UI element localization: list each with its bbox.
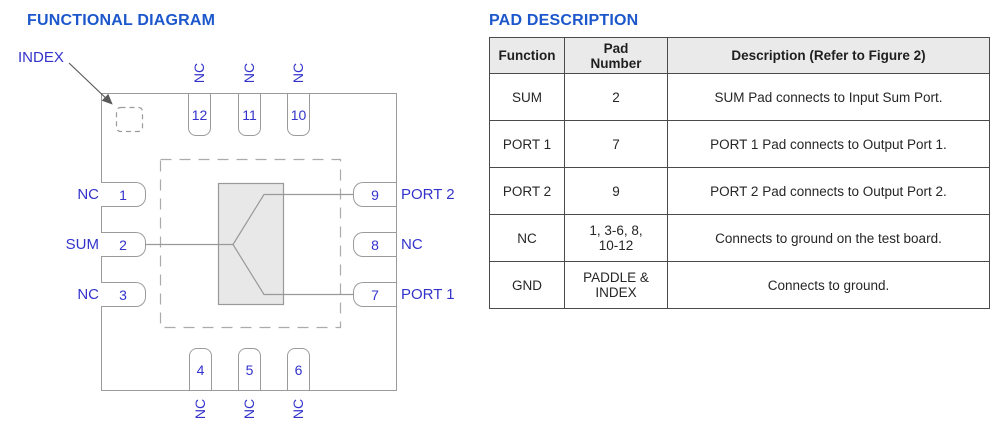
pin-9: 9 <box>353 182 396 207</box>
table-row: GND PADDLE & INDEX Connects to ground. <box>489 261 990 309</box>
pin-7: 7 <box>353 282 396 307</box>
pin-3-number: 3 <box>119 286 127 303</box>
pin-8-number: 8 <box>371 236 379 253</box>
table-row: SUM 2 SUM Pad connects to Input Sum Port… <box>489 73 990 121</box>
pin-12: 12 <box>188 94 211 136</box>
pin-4: 4 <box>189 348 212 390</box>
pin-9-number: 9 <box>371 186 379 203</box>
index-label: INDEX <box>18 49 64 66</box>
cell-function: NC <box>489 214 565 262</box>
pin-7-label: PORT 1 <box>401 286 455 303</box>
cell-description: PORT 2 Pad connects to Output Port 2. <box>667 167 990 215</box>
pin-7-number: 7 <box>371 286 379 303</box>
pin-5: 5 <box>238 348 261 390</box>
cell-description: Connects to ground on the test board. <box>667 214 990 262</box>
cell-function: GND <box>489 261 565 309</box>
pin-6-label: NC <box>290 398 307 420</box>
pad-description-title: PAD DESCRIPTION <box>489 12 639 29</box>
pin-8: 8 <box>353 232 396 257</box>
die-boundary <box>159 158 342 329</box>
table-header-row: Function Pad Number Description (Refer t… <box>489 37 990 74</box>
pin-11: 11 <box>238 94 261 136</box>
pin-5-label: NC <box>241 398 258 420</box>
pin-8-label: NC <box>401 236 423 253</box>
index-pad <box>115 106 144 133</box>
table-row: NC 1, 3-6, 8, 10-12 Connects to ground o… <box>489 214 990 262</box>
pin-1: 1 <box>101 182 146 207</box>
port1-trace <box>232 244 353 296</box>
cell-description: SUM Pad connects to Input Sum Port. <box>667 73 990 121</box>
table-row: PORT 1 7 PORT 1 Pad connects to Output P… <box>489 120 990 168</box>
pin-5-number: 5 <box>245 361 254 378</box>
pin-3: 3 <box>101 282 146 307</box>
header-function: Function <box>489 37 565 74</box>
cell-function: PORT 2 <box>489 167 565 215</box>
pin-9-label: PORT 2 <box>401 186 455 203</box>
cell-pad: PADDLE & INDEX <box>564 261 668 309</box>
pin-10: 10 <box>287 94 310 136</box>
pin-1-label: NC <box>77 186 99 203</box>
pin-10-number: 10 <box>290 106 307 123</box>
pad-description-table: Function Pad Number Description (Refer t… <box>489 37 990 309</box>
table-row: PORT 2 9 PORT 2 Pad connects to Output P… <box>489 167 990 215</box>
pin-4-number: 4 <box>196 361 205 378</box>
pin-2-number: 2 <box>119 236 127 253</box>
functional-diagram-graphics <box>68 62 397 391</box>
pin-4-label: NC <box>192 398 209 420</box>
cell-pad: 9 <box>564 167 668 215</box>
pin-12-label: NC <box>191 62 208 84</box>
cell-pad: 2 <box>564 73 668 121</box>
pin-12-number: 12 <box>191 106 208 123</box>
port2-trace <box>232 193 353 245</box>
pin-3-label: NC <box>77 286 99 303</box>
cell-function: SUM <box>489 73 565 121</box>
pin-10-label: NC <box>290 62 307 84</box>
cell-pad: 7 <box>564 120 668 168</box>
pin-2-label: SUM <box>65 236 99 253</box>
cell-description: Connects to ground. <box>667 261 990 309</box>
cell-function: PORT 1 <box>489 120 565 168</box>
pin-1-number: 1 <box>119 186 127 203</box>
header-description: Description (Refer to Figure 2) <box>667 37 990 74</box>
pin-2: 2 <box>101 232 146 257</box>
cell-description: PORT 1 Pad connects to Output Port 1. <box>667 120 990 168</box>
header-pad-number: Pad Number <box>564 37 668 74</box>
functional-diagram-title: FUNCTIONAL DIAGRAM <box>27 12 216 29</box>
pin-6: 6 <box>287 348 310 390</box>
pin-6-number: 6 <box>294 361 303 378</box>
pin-11-label: NC <box>241 62 258 84</box>
index-arrow <box>68 62 113 105</box>
pin-11-number: 11 <box>242 106 257 123</box>
cell-pad: 1, 3-6, 8, 10-12 <box>564 214 668 262</box>
